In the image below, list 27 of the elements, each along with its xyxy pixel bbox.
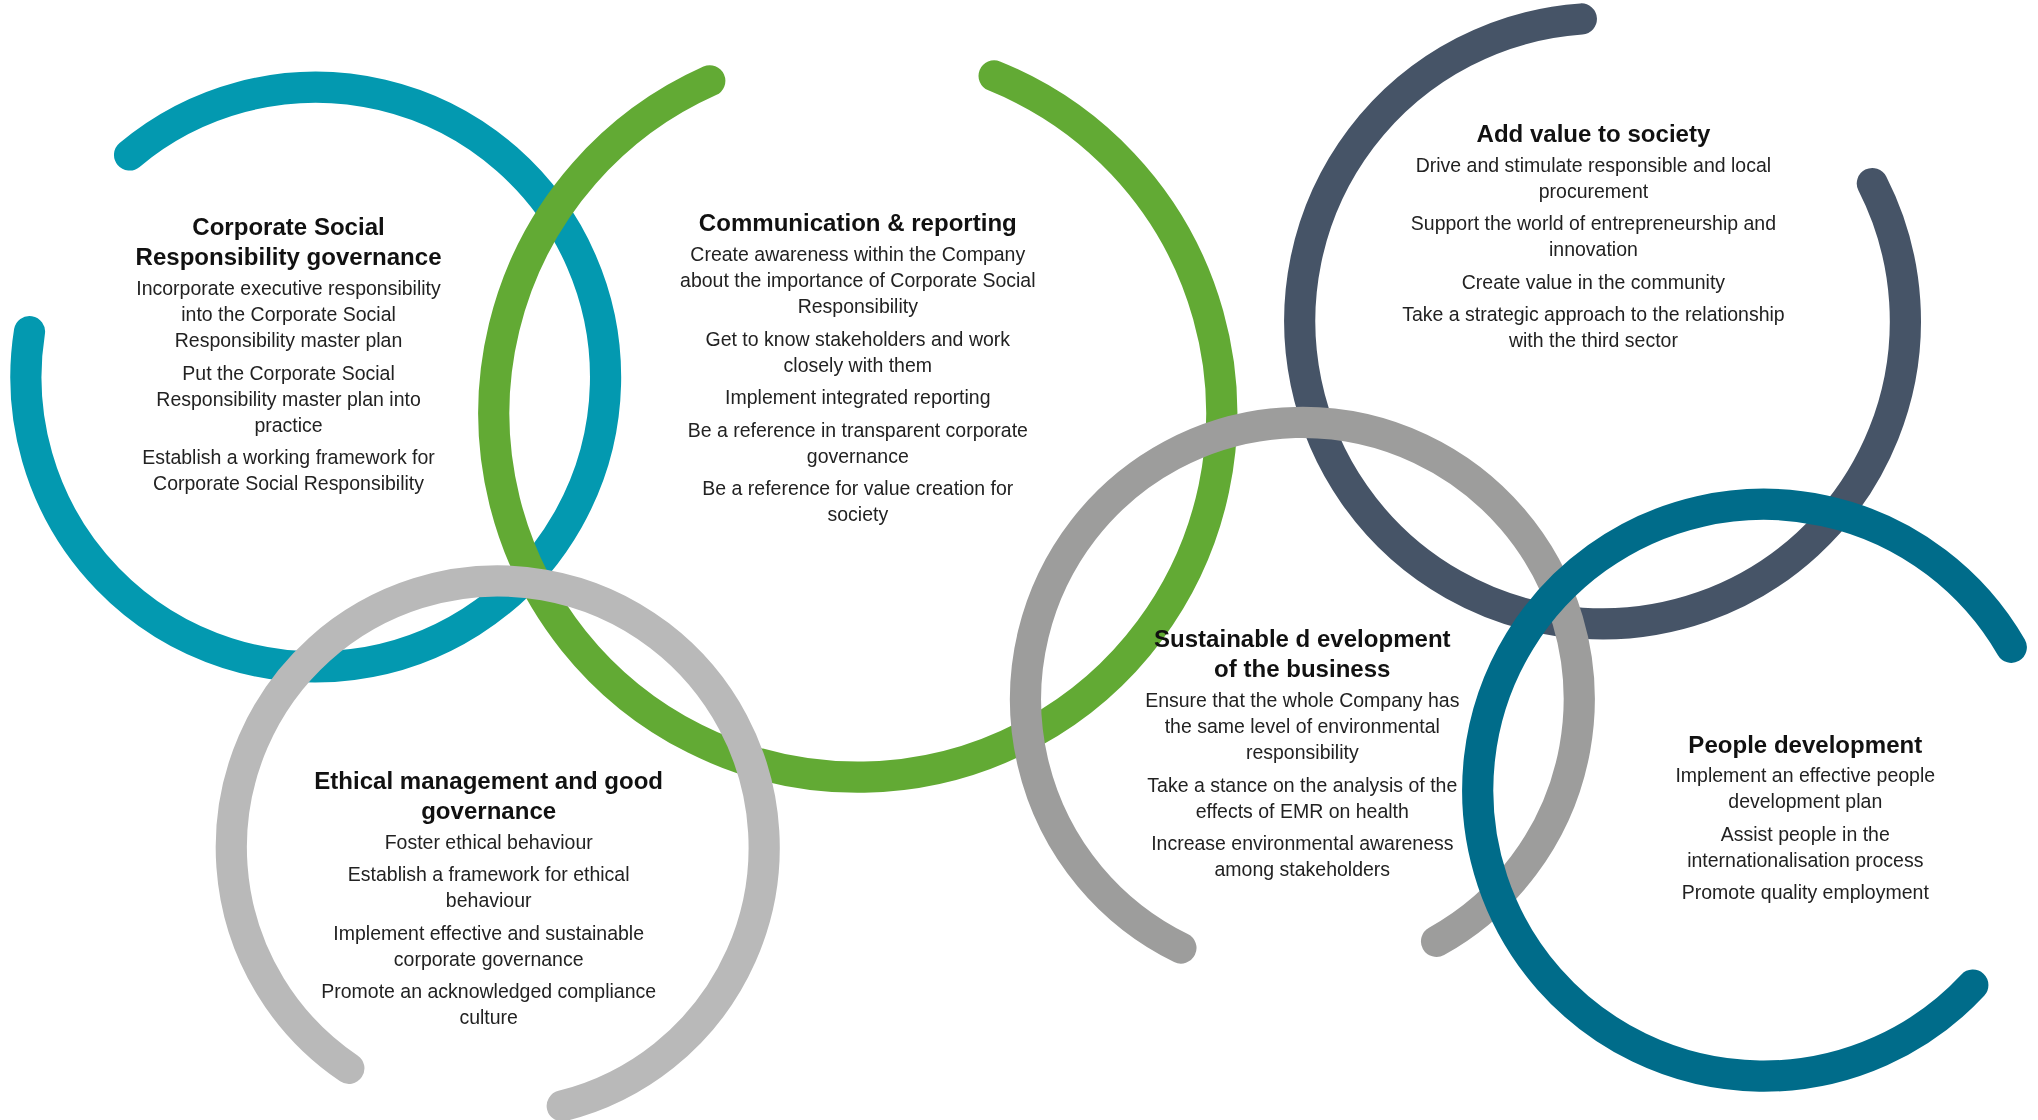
ring-heading: People development	[1687, 729, 1924, 759]
goal-text: Take a strategic approach to the relationship with the third sector	[1401, 301, 1786, 353]
goal-text: Drive and stimulate responsible and local procurement	[1414, 152, 1773, 204]
goal-text: Foster ethical behaviour	[383, 829, 594, 855]
goal-text: Implement integrated reporting	[724, 385, 992, 411]
goal-text: Support the world of entrepreneurship and innovation	[1409, 210, 1778, 262]
goal-text: Implement an effective people development plan	[1674, 763, 1937, 815]
ring-heading: Corporate Social Responsibility governance	[134, 212, 443, 272]
goal-text: Increase environmental awareness among stakeholders	[1150, 830, 1455, 882]
goal-text: Assist people in the internationalisation process	[1686, 821, 1925, 873]
ring-heading: Add value to society	[1475, 118, 1712, 149]
goal-text: Implement effective and sustainable corporate governance	[332, 920, 645, 972]
goal-text: Promote an acknowledged compliance culture	[320, 978, 658, 1031]
goal-text: Put the Corporate Social Responsibility master plan into practice	[155, 360, 422, 438]
ring-heading: Communication & reporting	[697, 208, 1018, 238]
ring-heading: Ethical management and good governance	[313, 765, 665, 826]
goal-text: Create value in the community	[1460, 269, 1727, 295]
goal-text: Promote quality employment	[1680, 880, 1930, 906]
goal-text: Establish a working framework for Corporate Social Responsibility	[141, 444, 436, 496]
goal-text: Create awareness within the Company about the importance of Corporate Social Responsibility	[679, 242, 1037, 320]
goal-text: Take a stance on the analysis of the effects of EMR on health	[1146, 772, 1459, 824]
goal-text: Ensure that the whole Company has the same level of environmental responsibility	[1144, 687, 1461, 765]
goal-text: Incorporate executive responsibility into the Corporate Social Responsibility master plan	[135, 275, 442, 353]
goal-text: Be a reference in transparent corporate governance	[686, 417, 1029, 469]
goal-text: Establish a framework for ethical behaviour	[346, 862, 631, 914]
goal-text: Be a reference for value creation for society	[701, 476, 1015, 528]
goal-text: Get to know stakeholders and work closely with them	[704, 326, 1012, 378]
